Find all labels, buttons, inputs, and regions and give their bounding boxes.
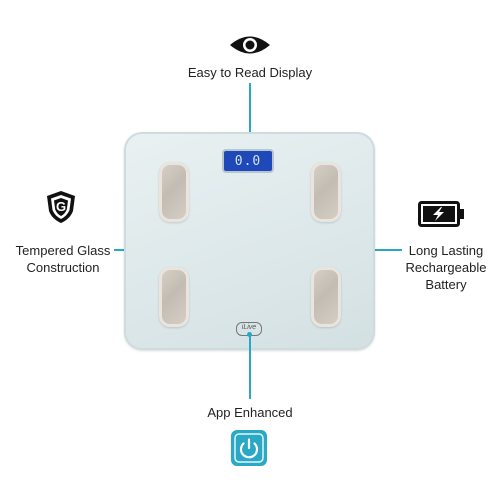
shield-g-icon: G: [45, 190, 77, 224]
eye-icon: [228, 34, 272, 56]
battery-feature-label-line3: Battery: [425, 277, 467, 292]
smart-scale: 0.0 iLive: [124, 132, 375, 350]
display-connector-line: [249, 83, 251, 145]
app-icon: [231, 430, 267, 466]
battery-feature-label-line2: Rechargeable: [405, 260, 487, 275]
battery-feature-label-line1: Long Lasting: [408, 243, 484, 258]
glass-feature-label-line2: Construction: [26, 260, 100, 275]
electrode-pad-top-left: [159, 162, 189, 222]
battery-charging-icon: [418, 201, 466, 227]
app-feature-label: App Enhanced: [207, 405, 293, 420]
power-icon: [234, 433, 264, 463]
scale-lcd-display: 0.0: [224, 151, 272, 171]
app-connector-dot: [247, 332, 252, 337]
electrode-pad-bottom-left: [159, 267, 189, 327]
display-feature-label: Easy to Read Display: [187, 65, 313, 80]
app-connector-line: [249, 335, 251, 399]
shield-badge-letter: G: [55, 199, 67, 214]
glass-feature-label-line1: Tempered Glass: [15, 243, 111, 258]
electrode-pad-top-right: [311, 162, 341, 222]
electrode-pad-bottom-right: [311, 267, 341, 327]
